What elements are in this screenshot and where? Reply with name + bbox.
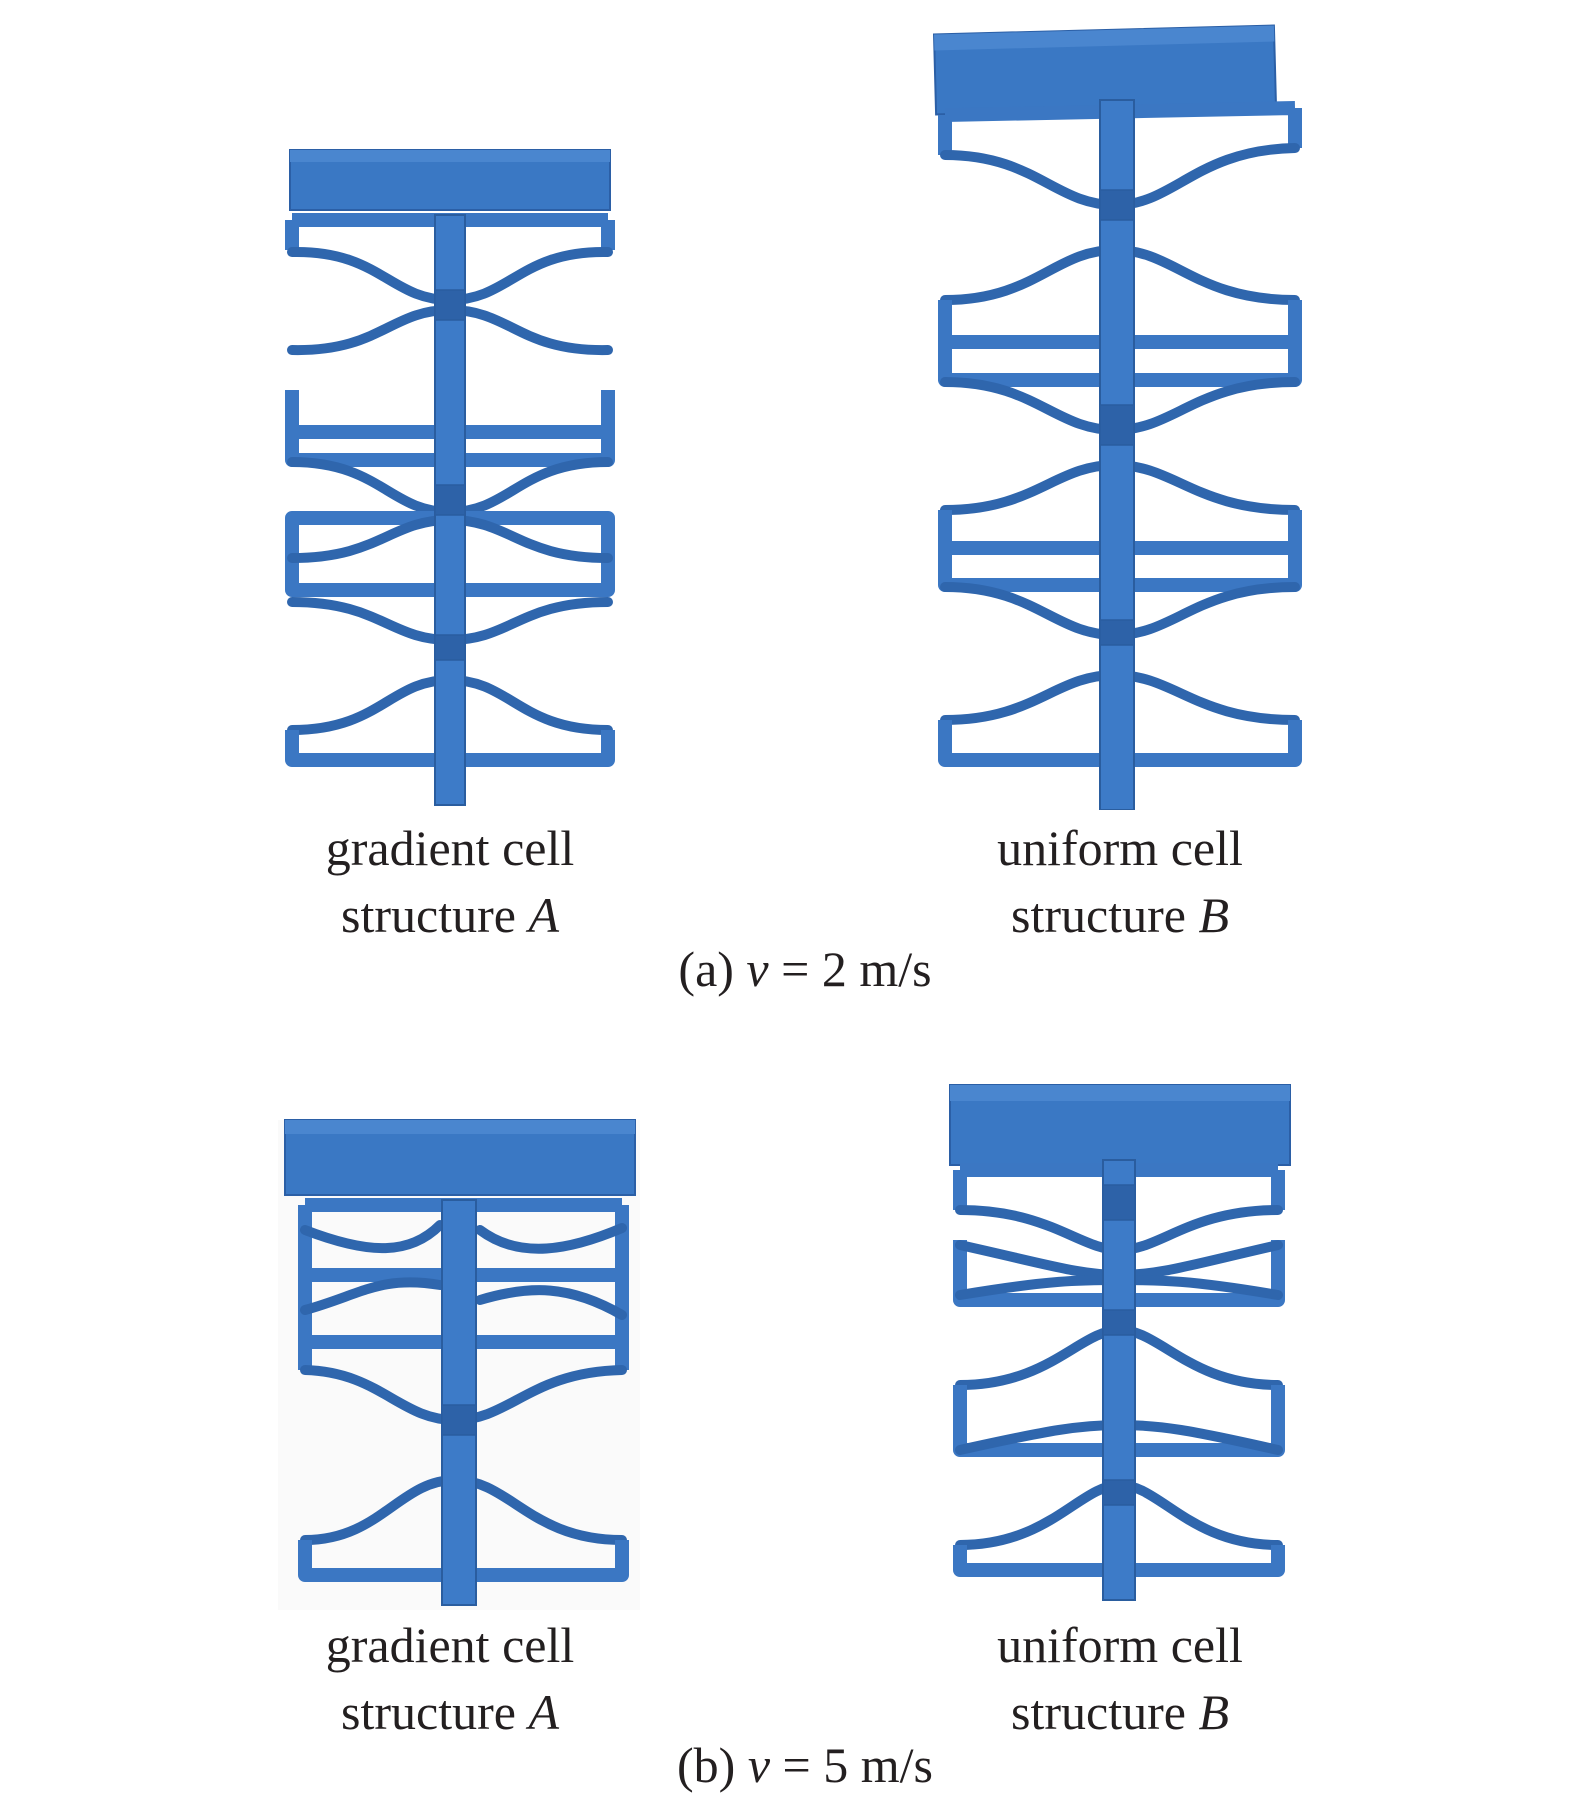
structure-b-v5-render: [949, 1084, 1291, 1601]
subfigure-label-b: (b) v = 5 m/s: [677, 1737, 933, 1793]
structure-a-v2-render: [285, 149, 615, 806]
caption-structure-a-v2: gradient cell structure A: [210, 815, 690, 949]
caption-line2: structure B: [1011, 887, 1229, 943]
caption-line2: structure A: [341, 887, 559, 943]
subfigure-label-a: (a) v = 2 m/s: [678, 941, 932, 997]
structure-a-v5-render: [278, 1119, 640, 1610]
caption-line1: uniform cell: [997, 820, 1243, 876]
structure-b-v2-render: [932, 24, 1302, 810]
caption-structure-b-v5: uniform cell structure B: [880, 1612, 1360, 1746]
caption-structure-b-v2: uniform cell structure B: [880, 815, 1360, 949]
caption-line1: gradient cell: [325, 820, 575, 876]
caption-line1: gradient cell: [325, 1617, 575, 1673]
caption-structure-a-v5: gradient cell structure A: [210, 1612, 690, 1746]
caption-line1: uniform cell: [997, 1617, 1243, 1673]
caption-line2: structure B: [1011, 1684, 1229, 1740]
caption-line2: structure A: [341, 1684, 559, 1740]
